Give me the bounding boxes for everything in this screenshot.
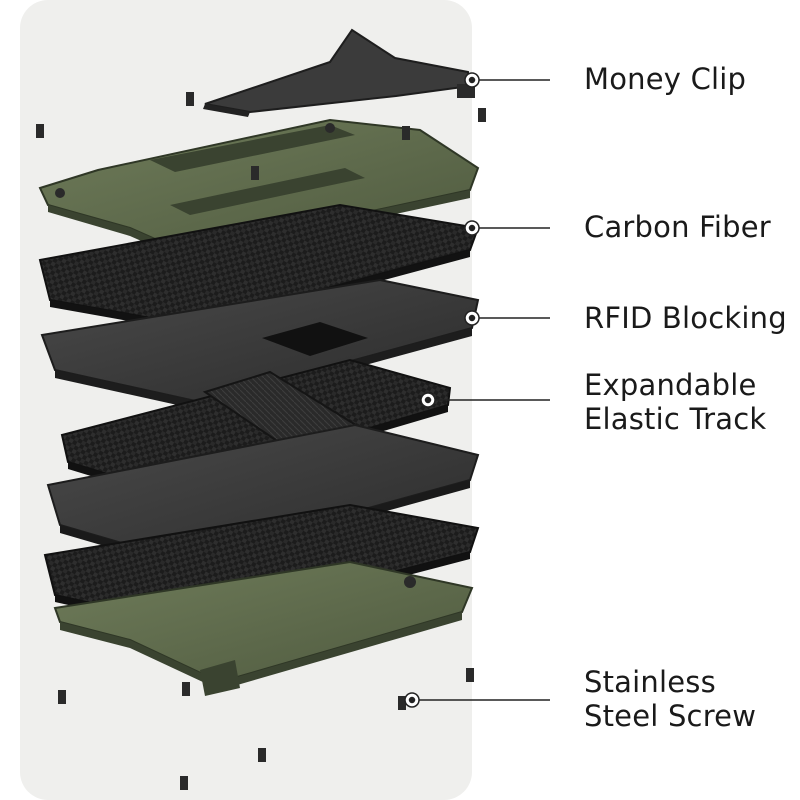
callout-rfid-blocking-line1: RFID Blocking <box>584 301 787 335</box>
callout-markers <box>404 72 480 708</box>
callout-steel-screw: Stainless Steel Screw <box>584 665 756 733</box>
callout-elastic-track: Expandable Elastic Track <box>584 368 766 436</box>
bottom-steel-plate <box>46 423 480 568</box>
leader-lines <box>410 79 550 701</box>
bottom-frame-plate <box>53 560 474 696</box>
callout-steel-screw-line2: Steel Screw <box>584 699 757 733</box>
screws <box>36 92 486 790</box>
callout-carbon-fiber: Carbon Fiber <box>584 210 771 244</box>
callout-rfid-blocking: RFID Blocking <box>584 301 787 335</box>
callout-money-clip: Money Clip <box>584 62 746 96</box>
callout-steel-screw-line1: Stainless <box>584 665 716 699</box>
callout-elastic-track-line1: Expandable <box>584 368 757 402</box>
rfid-blocking-plate <box>40 278 480 410</box>
callout-money-clip-line1: Money Clip <box>584 62 747 96</box>
callout-carbon-fiber-line1: Carbon Fiber <box>584 210 771 244</box>
carbon-fiber-plate <box>38 203 480 332</box>
callout-elastic-track-line2: Elastic Track <box>584 402 767 436</box>
